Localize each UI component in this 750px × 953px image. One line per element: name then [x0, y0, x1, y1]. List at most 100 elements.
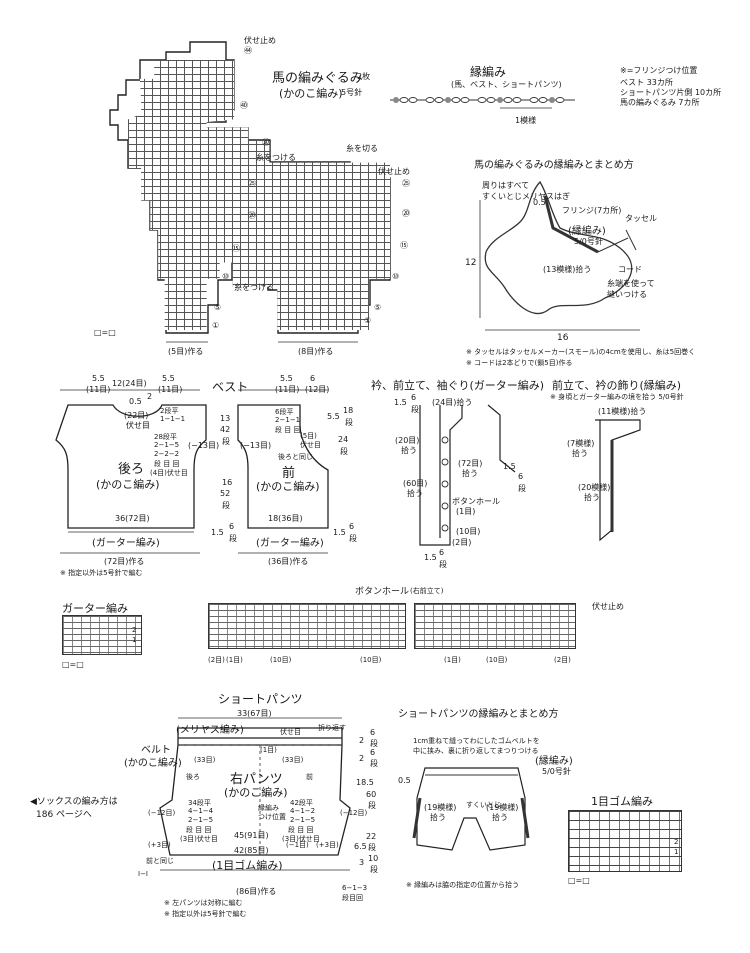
horse-cut-yarn: 糸を切る — [346, 144, 378, 153]
pants-title: ショートパンツ — [218, 692, 303, 706]
horse-finish-outline — [484, 180, 633, 314]
pants-finish-title: ショートパンツの縁編みとまとめ方 — [398, 709, 559, 720]
front-band-outline — [595, 419, 641, 542]
horse-finish-title: 馬の編みぐるみの縁編みとまとめ方 — [474, 160, 634, 171]
buttonhole-c2: (2目) — [208, 656, 225, 664]
pants-belt-stitch: (かのこ編み) — [124, 758, 182, 769]
vest-front-step: 段 目 回 — [275, 426, 301, 434]
pants-b33b: (33目) — [282, 756, 304, 764]
pants-dec3: 2−1−5 — [188, 816, 214, 824]
vest-note: ※ 指定以外は5号針で編む — [60, 569, 143, 577]
pants-inc-rule2: 段目回 — [342, 894, 363, 902]
vest-front-garter: (ガーター編み) — [256, 538, 324, 549]
buttonhole-c2b: (2目) — [554, 656, 571, 664]
garter-r2: 2 — [132, 626, 137, 634]
pants-edge1: 縁編み — [258, 804, 279, 812]
collar-pick20: (20目) — [395, 436, 420, 445]
pants-dand: 段 — [368, 843, 376, 852]
pants-inc-bo: (3目)伏せ目 — [282, 835, 320, 843]
vest-front-55: 5.5 — [327, 412, 340, 421]
pants-inc-rule1: 6−1−3 — [342, 884, 368, 892]
horse-cast-8: (8目)作る — [298, 347, 334, 356]
rib-title: 1目ゴム編み — [591, 795, 653, 808]
pants-h185: 18.5 — [356, 778, 374, 787]
pants-finish-w05: 0.5 — [398, 776, 411, 785]
horse-attach-yarn: 糸をつける — [256, 153, 296, 162]
horse-row-r1: ① — [364, 316, 372, 325]
pants-inc2: 4−1−2 — [290, 807, 316, 815]
vest-back-steps: 段 目 回 — [154, 460, 180, 468]
collar-6: 6 — [411, 393, 417, 402]
collar-bh1: (1目) — [456, 507, 476, 516]
rib-chart — [568, 810, 682, 872]
horse-row-r10: ⑩ — [392, 272, 400, 281]
horse-finish-fringe: フリンジ(7カ所) — [562, 206, 622, 215]
collar-pick10: (10目) — [456, 527, 481, 536]
pants-m12: (−12目) — [148, 809, 176, 817]
collar-r15: 1.5 — [503, 462, 516, 471]
horse-legend: □=□ — [94, 328, 116, 337]
horse-row-5: ⑤ — [214, 303, 222, 312]
buttonhole-c1: (1目) — [226, 656, 243, 664]
pants-back: 後ろ — [186, 773, 200, 781]
vest-back-w3: 5.5 — [162, 374, 175, 383]
collar-buttonhole: ボタンホール — [452, 497, 500, 506]
pants-note1: ※ 左パンツは対称に編む — [164, 899, 243, 907]
horse-finish-note2: すくいとじメリヤスはぎ — [482, 192, 570, 201]
pants-finish-edging: (縁編み) — [535, 756, 573, 767]
horse-finish-tassel: タッセル — [625, 214, 657, 223]
collar-dan: 段 — [411, 405, 419, 414]
front-band-title: 前立て、衿の飾り(縁編み) — [552, 379, 682, 392]
rib-r1: 1 — [674, 848, 679, 856]
vest-front-bo: 伏せ目 — [300, 441, 321, 449]
vest-back-16: 16 — [222, 478, 233, 487]
vest-back-52: 52 — [220, 489, 231, 498]
front-band-pick11: (11模様)拾う — [598, 407, 647, 416]
buttonhole-chart-right — [414, 603, 576, 649]
vest-back-6: 6 — [229, 522, 235, 531]
front-band-pick20: (20模様) — [578, 483, 611, 492]
horse-row-25: ㉕ — [248, 179, 256, 188]
pants-inc3: 2−1−5 — [290, 816, 316, 824]
vest-back-dec1: 1−1−1 — [160, 415, 186, 423]
vest-back-4: (4目)伏せ目 — [150, 469, 188, 477]
buttonhole-c10: (10目) — [270, 656, 292, 664]
horse-qty: 2枚 — [357, 72, 371, 81]
collar-pick60b: 拾う — [407, 489, 423, 498]
vest-front-21: 2−1−1 — [275, 416, 301, 424]
pants-p3: (+3目) — [148, 841, 171, 849]
pants-b33: (33目) — [194, 756, 216, 764]
vest-front-15: 1.5 — [333, 528, 346, 537]
horse-row-20: ⑳ — [248, 211, 256, 220]
horse-row-r20: ⑳ — [402, 209, 410, 218]
pants-inc-step: 段 目 回 — [288, 826, 314, 834]
garter-chart — [62, 615, 142, 655]
horse-finish-width: 16 — [557, 333, 569, 343]
horse-finish-sew1: 糸端を使って — [607, 279, 655, 288]
vest-back-dan2: 段 — [222, 501, 230, 510]
vest-front-s2: (12目) — [305, 385, 330, 394]
pants-note2: ※ 指定以外は5号針で編む — [164, 910, 247, 918]
pants-b1: (1目) — [260, 746, 277, 754]
buttonhole-c1b: (1目) — [444, 656, 461, 664]
horse-finish-height: 12 — [465, 258, 477, 268]
vest-back-w1: 5.5 — [92, 374, 105, 383]
pants-m12b: (−12目) — [340, 809, 368, 817]
collar-band-outline — [419, 405, 463, 546]
edging-note-pants: ショートパンツ片側 10カ所 — [620, 88, 722, 97]
vest-back-s1: (11目) — [86, 385, 111, 394]
pants-dec2: 4−1−4 — [188, 807, 214, 815]
vest-back-cast: (72目)作る — [104, 557, 145, 566]
front-band-pick7: (7模様) — [567, 439, 595, 448]
horse-bind-off: 伏せ止め — [244, 36, 276, 45]
pants-dec1: 34段平 — [188, 799, 211, 807]
vest-front-outline — [237, 404, 329, 529]
vest-front-24: 24 — [338, 435, 349, 444]
pants-right: 右パンツ — [230, 772, 283, 787]
pants-outline — [159, 727, 351, 856]
horse-finish-note1: 周りはすべて — [482, 181, 530, 190]
front-band-pick20b: 拾う — [584, 493, 600, 502]
horse-cast-5: (5目)作る — [168, 347, 204, 356]
pants-danc: 段 — [368, 801, 376, 810]
vest-back-flat: 2段平 — [160, 407, 179, 415]
